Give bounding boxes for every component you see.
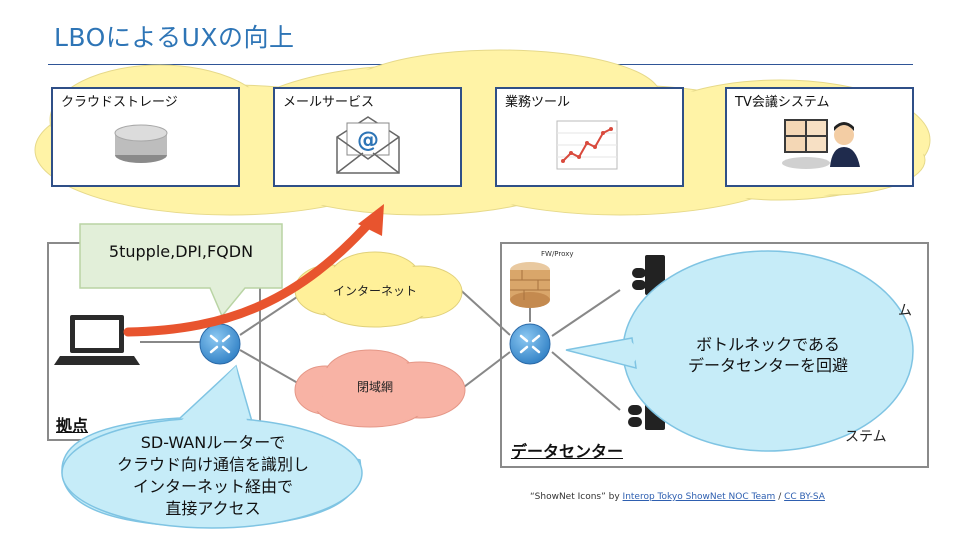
service-label: クラウドストレージ [61,95,178,110]
sdwan-callout-text: SD-WANルーターで クラウド向け通信を識別し インターネット経由で 直接アク… [68,432,358,520]
service-label: 業務ツール [505,95,571,110]
bottleneck-callout-shape [565,250,914,452]
firewall-label: FW/Proxy [541,250,574,258]
closed-network-cloud-label: 閉域網 [356,380,393,394]
bottleneck-callout-line: データセンターを回避 [687,356,848,375]
direct-access-arrow [123,215,377,337]
service-box-business-tool: 業務ツール [495,87,684,187]
page-title: LBOによるUXの向上 [54,23,295,52]
service-box-tv-conference: TV会議システム [725,87,914,187]
sdwan-callout-shape [61,364,363,529]
branch-label: 拠点 [56,416,89,435]
service-box-mail: メールサービス @ [273,87,462,187]
branch-router-icon [199,323,241,365]
service-label: TV会議システム [735,95,830,110]
service-box-cloud-storage: クラウドストレージ [51,87,240,187]
bottleneck-callout-line: ボトルネックである [696,335,840,354]
partial-system-label-bottom: ステム [845,429,887,445]
email-envelope-icon: @ [336,116,400,174]
sdwan-callout-line: SD-WANルーターで [140,433,286,452]
video-conference-icon [782,119,860,169]
partial-system-label-right: ム [898,303,912,319]
datacenter-router-icon [509,323,551,365]
service-label: メールサービス [283,95,375,110]
attribution: “ShowNet Icons” by Interop Tokyo ShowNet… [530,492,825,502]
classify-callout-shape [79,223,283,318]
svg-text:@: @ [357,128,379,153]
sdwan-callout-line: インターネット経由で [132,477,293,496]
internet-cloud-label: インターネット [332,284,417,298]
attribution-author-link[interactable]: Interop Tokyo ShowNet NOC Team [622,492,776,502]
storage-disk-icon [114,124,168,163]
laptop-icon [54,315,140,365]
bottleneck-callout-text: ボトルネックである データセンターを回避 [636,334,900,376]
classify-callout-text: 5tupple,DPI,FQDN [108,242,254,261]
attribution-separator: / [778,492,782,502]
attribution-license-link[interactable]: CC BY-SA [784,492,825,502]
attribution-quote: “ShowNet Icons” by [530,492,620,502]
sdwan-callout-line: 直接アクセス [165,499,261,518]
line-graph-icon [556,120,618,170]
firewall-icon [510,262,550,308]
sdwan-callout-line: クラウド向け通信を識別し [116,455,309,474]
datacenter-label: データセンター [511,442,624,461]
